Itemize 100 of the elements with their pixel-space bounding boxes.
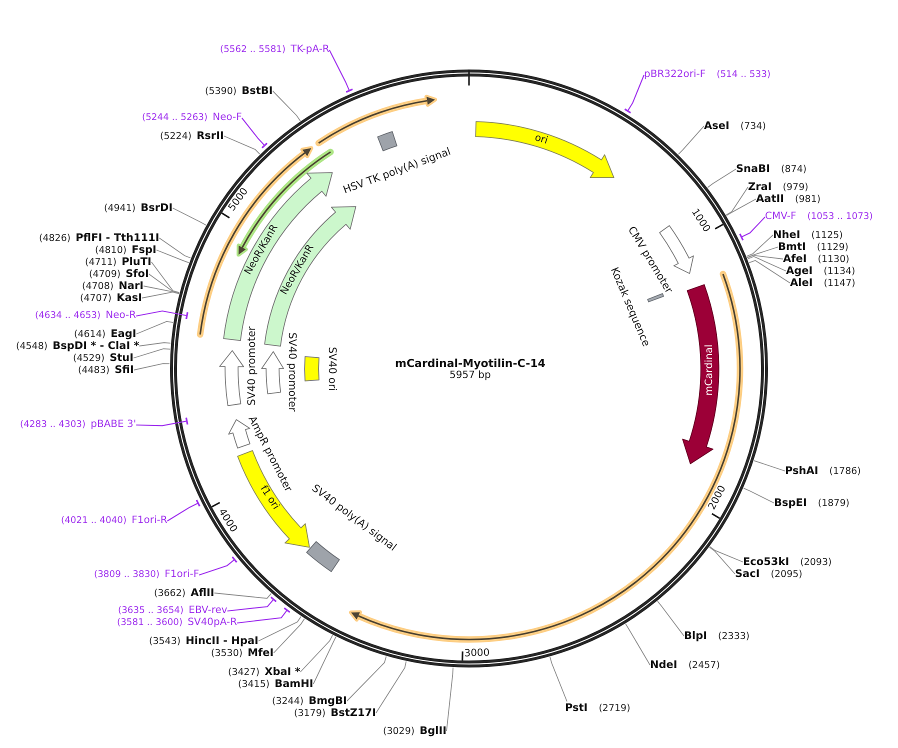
primer-position: (514 .. 533): [716, 69, 771, 81]
site-position: (4709): [89, 268, 121, 280]
site-position: (734): [740, 120, 766, 132]
site-position: (1134): [824, 266, 856, 278]
leader-line: [273, 618, 305, 654]
leader-line: [237, 607, 291, 624]
leader-line: [678, 126, 704, 155]
enzyme-name: HincII - HpaI: [186, 634, 258, 646]
site-position: (1147): [824, 278, 856, 290]
leader-line: [748, 260, 790, 284]
enzyme-name: KasI: [116, 292, 142, 304]
site-position: (1130): [818, 254, 850, 266]
primer-name: SV40pA-R: [188, 617, 238, 629]
enzyme-name: FspI: [132, 244, 156, 256]
feature-label: SV40 promoter: [286, 332, 298, 412]
leader-line: [708, 546, 736, 574]
leader-line: [747, 256, 786, 272]
site-position: (1129): [816, 242, 848, 254]
primer-name: Neo-R: [106, 310, 136, 322]
leader-line: [624, 74, 644, 114]
plasmid-size: 5957 bp: [450, 370, 491, 382]
enzyme-name: BmtI: [778, 240, 806, 252]
enzyme-name: SnaBI: [736, 162, 770, 174]
primer-position: (3809 .. 3830): [94, 569, 160, 581]
leader-line: [746, 234, 774, 257]
leader-line: [300, 634, 333, 672]
enzyme-name: BmgBI: [308, 694, 347, 706]
leader-line: [133, 348, 171, 358]
primer-name: Neo-F: [212, 112, 242, 124]
primer-position: (3581 .. 3600): [117, 617, 183, 629]
leader-line: [754, 460, 786, 472]
leader-line: [156, 250, 190, 264]
leader-line: [138, 342, 172, 346]
primer-name: pBR322ori-F: [644, 69, 706, 81]
primer-name: F1ori-F: [164, 569, 200, 581]
enzyme-name: BsrDI: [140, 202, 173, 214]
enzyme-name: AatII: [756, 192, 784, 204]
site-position: (3427): [228, 666, 260, 678]
primer-position: (5562 .. 5581): [220, 44, 286, 56]
site-position: (3530): [211, 648, 243, 660]
enzyme-name: MfeI: [248, 646, 274, 658]
site-position: (3415): [238, 678, 270, 690]
leader-line: [214, 592, 272, 599]
leader-line: [133, 363, 170, 370]
site-position: (2093): [800, 556, 832, 568]
site-position: (4548): [16, 340, 48, 352]
site-position: (1879): [818, 498, 850, 510]
leader-line: [241, 118, 268, 149]
enzyme-name: AseI: [704, 120, 730, 132]
leader-line: [143, 286, 180, 294]
enzyme-name: PluTI: [122, 256, 152, 268]
tick-label: 3000: [464, 648, 490, 660]
site-position: (3179): [294, 708, 326, 720]
leader-line: [707, 168, 736, 188]
leader-line: [625, 623, 650, 666]
enzyme-name: EagI: [110, 328, 136, 340]
enzyme-name: PstI: [565, 702, 588, 714]
site-position: (3543): [149, 636, 181, 648]
site-position: (5390): [205, 86, 237, 98]
enzyme-name: BstBI: [242, 84, 273, 96]
site-position: (4614): [74, 328, 106, 340]
primer-position: (5244 .. 5263): [142, 112, 208, 124]
leader-line: [726, 186, 748, 216]
leader-line: [346, 656, 387, 702]
leader-line: [142, 292, 180, 298]
enzyme-name: AleI: [790, 276, 813, 288]
site-position: (4810): [95, 244, 127, 256]
primer-position: (4021 .. 4040): [61, 515, 127, 527]
site-position: (981): [795, 194, 821, 206]
site-position: (3029): [383, 726, 415, 738]
site-position: (4529): [73, 352, 105, 364]
site-position: (979): [782, 182, 808, 194]
leader-line: [746, 246, 778, 258]
primer-name: F1ori-R: [132, 515, 168, 527]
primer-name: CMV-F: [765, 211, 796, 223]
enzyme-name: BspEI: [774, 496, 807, 508]
enzyme-name: BglII: [420, 724, 447, 736]
leader-line: [376, 660, 407, 714]
feature-label: SV40 ori: [326, 346, 338, 392]
leader-line: [158, 238, 192, 258]
leader-line: [657, 600, 684, 636]
enzyme-name: StuI: [110, 352, 134, 364]
feature-label: mCardinal: [704, 344, 716, 396]
leader-line: [258, 616, 302, 642]
site-position: (1125): [811, 230, 843, 242]
leader-line: [148, 274, 180, 294]
primer-position: (3635 .. 3654): [118, 605, 184, 617]
primer-position: (1053 .. 1073): [807, 211, 873, 223]
primer-position: (4283 .. 4303): [20, 419, 86, 431]
site-position: (2333): [718, 630, 750, 642]
site-position: (4826): [39, 232, 71, 244]
enzyme-name: RsrII: [196, 130, 224, 142]
site-position: (874): [781, 164, 807, 176]
enzyme-name: SfoI: [126, 268, 149, 280]
leader-line: [726, 198, 756, 216]
enzyme-name: XbaI *: [264, 666, 300, 678]
feature-label: SV40 promoter: [246, 326, 258, 406]
feature-label: ori: [532, 132, 549, 148]
leader-line: [743, 488, 774, 504]
enzyme-name: BamHI: [274, 678, 314, 690]
